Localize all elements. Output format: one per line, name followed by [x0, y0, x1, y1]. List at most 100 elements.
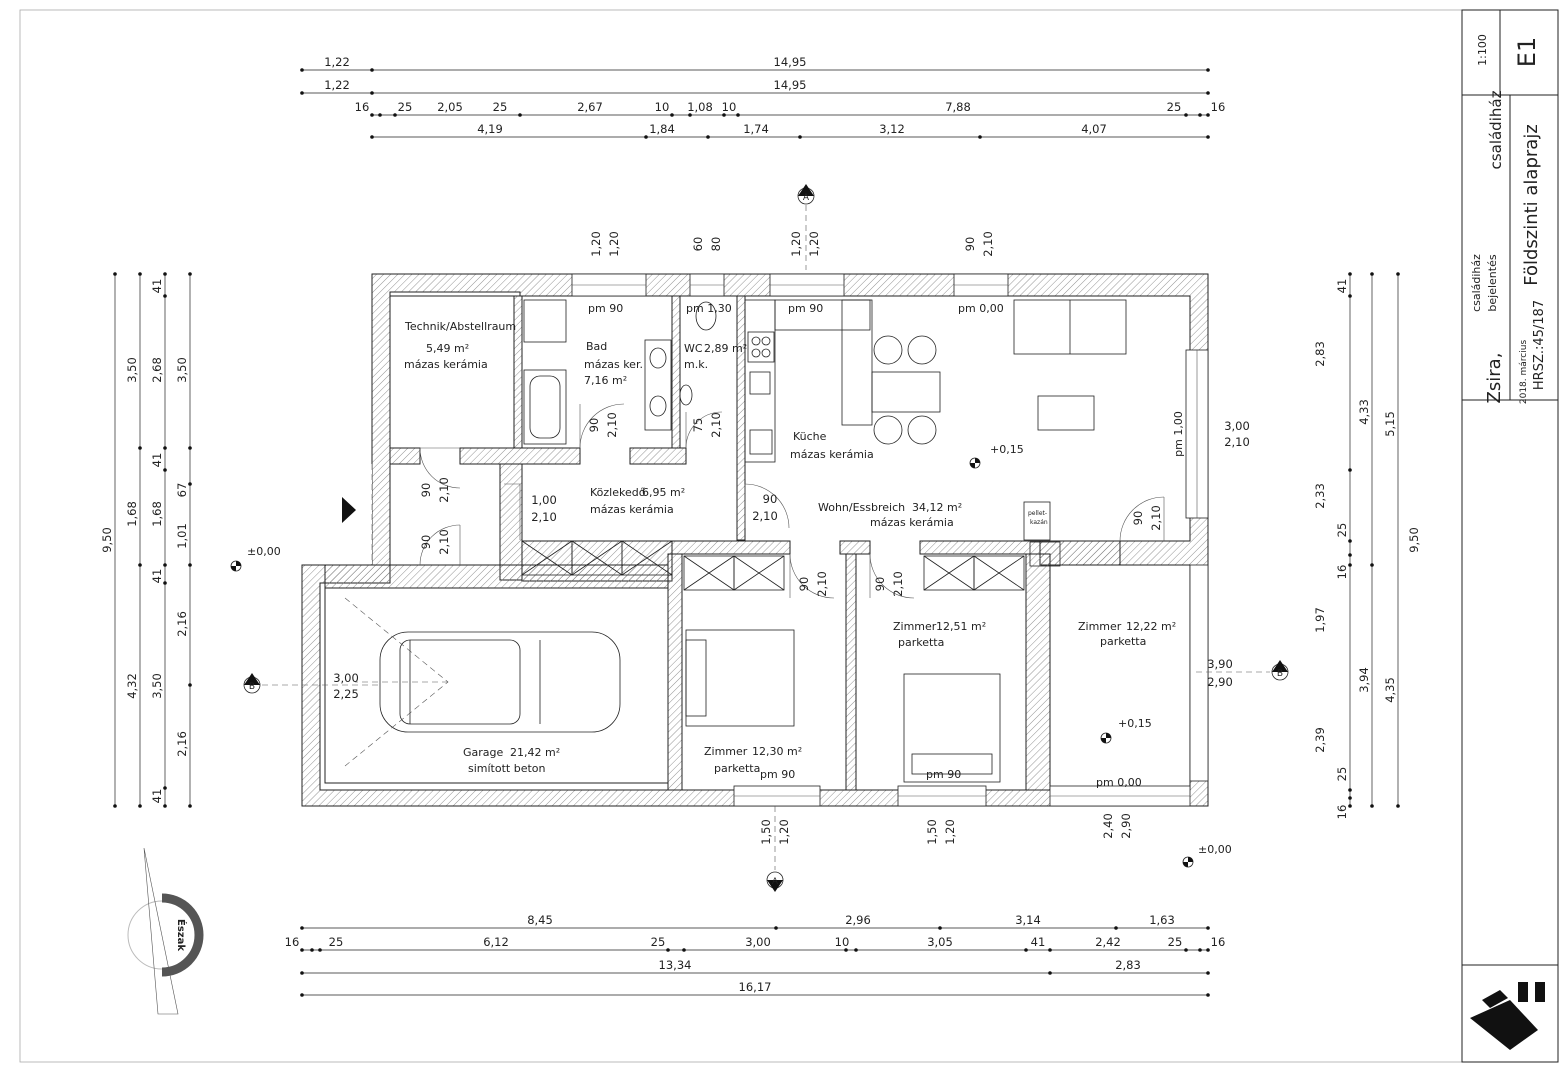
title-location: Zsira, — [1484, 353, 1505, 404]
title-block: 1:100 E1 családiház Földszinti alaprajz … — [1461, 9, 1559, 1063]
dim-right1-1: 2,83 — [1313, 341, 1327, 367]
pm-8: pm 0,00 — [1096, 776, 1142, 789]
door-wc-h: 2,10 — [709, 412, 723, 438]
dim-top3-9: 25 — [1167, 100, 1182, 114]
room-area-tech: 5,49 m² — [426, 342, 469, 355]
section-a-top: A — [803, 193, 810, 203]
dim-bot4-0: 16,17 — [739, 980, 772, 994]
boiler — [1023, 501, 1051, 541]
dim-bot2-8: 2,42 — [1095, 935, 1121, 949]
open-terrace-w: 3,00 — [1224, 419, 1250, 433]
win-top2-h: 80 — [709, 237, 723, 252]
section-b-left: B — [249, 682, 255, 692]
open-z3-w: 3,90 — [1207, 657, 1233, 671]
room-area-corridor: 6,95 m² — [642, 486, 685, 499]
room-floor-kitchen: mázas kerámia — [790, 448, 874, 461]
dim-bot2-6: 3,05 — [927, 935, 953, 949]
room-area-zimmer2: 12,51 m² — [936, 620, 986, 633]
dim-top3-4: 2,67 — [577, 100, 603, 114]
dim-bot2-7: 41 — [1031, 935, 1046, 949]
room-floor-zimmer3: parketta — [1100, 635, 1146, 648]
dim-bot2-3: 25 — [651, 935, 666, 949]
door-wc-w: 75 — [691, 418, 705, 433]
dim-top3-5: 10 — [655, 100, 670, 114]
wall-tech-bottom — [389, 447, 421, 465]
dim-top1-a: 1,22 — [324, 55, 350, 69]
win-bot2-h: 1,20 — [943, 819, 957, 845]
entrance-arrow — [342, 497, 356, 523]
door-tech-w: 90 — [419, 483, 433, 498]
pm-6: pm 90 — [760, 768, 795, 781]
dimension-lines — [114, 69, 1399, 996]
room-floor-wc: m.k. — [684, 358, 708, 371]
win-top1-h: 1,20 — [607, 231, 621, 257]
section-marks: A A B B — [243, 184, 1289, 892]
dim-top2-a: 1,22 — [324, 78, 350, 92]
left-dimensions: 9,50 3,50 1,68 4,32 41 2,68 41 1,68 41 3… — [100, 279, 189, 804]
door-bad-w: 90 — [587, 418, 601, 433]
pm-7: pm 90 — [926, 768, 961, 781]
wall-garage-right — [667, 553, 683, 791]
win-bot3-h: 2,90 — [1119, 813, 1133, 839]
dim-left-outer: 9,50 — [100, 527, 114, 553]
office-logo — [1470, 982, 1545, 1050]
dim-top3-1: 25 — [398, 100, 413, 114]
dim-top4-3: 3,12 — [879, 122, 905, 136]
wall-r3-top — [1039, 540, 1121, 566]
dim-top3-0: 16 — [355, 100, 370, 114]
dim-top4-2: 1,74 — [743, 122, 769, 136]
wall-r1-r2 — [845, 553, 857, 791]
north-arrow: Észak — [127, 847, 204, 1015]
win-bot2-w: 1,50 — [925, 819, 939, 845]
dim-right1-0: 41 — [1335, 279, 1349, 294]
dim-right2-0: 4,33 — [1357, 399, 1371, 425]
kitchen-counter — [744, 299, 873, 463]
title-scale: 1:100 — [1476, 34, 1489, 66]
top-dimensions: 1,22 14,95 1,22 14,95 16 25 2,05 25 2,67… — [324, 55, 1225, 136]
room-name-tech: Technik/Abstellraum — [404, 320, 516, 333]
door-z1-w: 90 — [797, 577, 811, 592]
room-area-zimmer3: 12,22 m² — [1126, 620, 1176, 633]
win-top1-w: 1,20 — [589, 231, 603, 257]
dim-bot2-2: 6,12 — [483, 935, 509, 949]
wall-wc-kitchen — [736, 295, 746, 541]
door-garage-h: 2,10 — [437, 529, 451, 555]
section-a-bottom: A — [772, 877, 779, 887]
dim-top3-2: 2,05 — [437, 100, 463, 114]
pm-5: pm 1,00 — [1172, 411, 1185, 457]
pm-1: pm 90 — [588, 302, 623, 315]
wall-tech-bad — [513, 295, 523, 449]
room-area-wc: 2,89 m² — [704, 342, 747, 355]
dim-top1-b: 14,95 — [774, 55, 807, 69]
dim-bot1-3: 1,63 — [1149, 913, 1175, 927]
open-terrace-h: 2,10 — [1224, 435, 1250, 449]
room-area-living: 34,12 m² — [912, 501, 962, 514]
wall-bad-bottom — [459, 447, 581, 465]
dim-right1-7: 25 — [1335, 767, 1349, 782]
room-name-garage: Garage — [463, 746, 504, 759]
title-date: 2018. március — [1519, 340, 1529, 405]
open-corr-h: 2,10 — [531, 510, 557, 524]
door-bad-h: 2,10 — [605, 412, 619, 438]
wall-wc-bottom — [629, 447, 687, 465]
win-top4-h: 2,10 — [981, 231, 995, 257]
room-name-wc: WC — [684, 342, 703, 355]
dim-left2-1: 1,68 — [125, 501, 139, 527]
door-z1-h: 2,10 — [815, 571, 829, 597]
dim-bot3-0: 13,34 — [659, 958, 692, 972]
level-outside-right: ±0,00 — [1198, 843, 1232, 856]
dim-left4-2: 1,01 — [175, 523, 189, 549]
opening-dimensions: 1,20 1,20 60 80 1,20 1,20 90 2,10 1,50 1… — [333, 231, 1250, 845]
wall-corridor-bottom — [671, 540, 791, 555]
title-drawing-name: Földszinti alaprajz — [1521, 124, 1542, 286]
open-corr-w: 1,00 — [531, 493, 557, 507]
dim-right2-1: 3,94 — [1357, 667, 1371, 693]
bed-room2 — [903, 673, 1001, 783]
room-floor-corridor: mázas kerámia — [590, 503, 674, 516]
dim-bot2-10: 16 — [1211, 935, 1226, 949]
room-name-corridor: Közlekedő — [590, 486, 646, 499]
dim-left2-2: 4,32 — [125, 673, 139, 699]
room-area-bad: 7,16 m² — [584, 374, 627, 387]
level-markers: +0,15 +0,15 ±0,00 ±0,00 — [230, 443, 1232, 868]
wall-garage-top — [324, 564, 669, 589]
